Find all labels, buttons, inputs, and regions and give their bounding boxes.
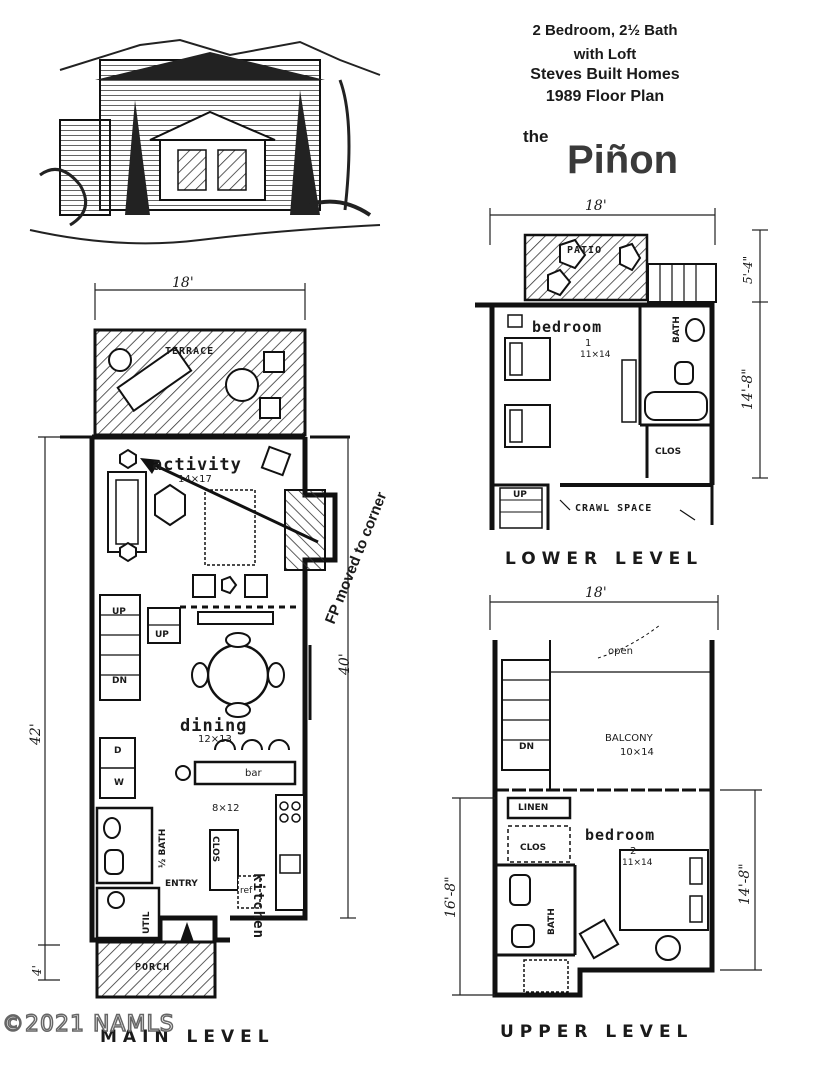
entry-label: ENTRY — [165, 879, 198, 889]
lower-width-dimension: 18' — [585, 198, 607, 214]
activity-room-size: 14×17 — [178, 474, 212, 485]
upper-bath-label: BATH — [547, 908, 557, 935]
refrigerator-label: ref — [240, 886, 253, 896]
lower-level-title: LOWER LEVEL — [505, 549, 704, 569]
activity-room-label: activity — [152, 455, 242, 475]
stair-up-label-2: UP — [155, 630, 169, 640]
main-height-dimension: 42' — [28, 723, 44, 745]
header-line-3: Steves Built Homes — [530, 66, 680, 83]
washer-label: W — [114, 778, 124, 788]
half-bath-label: ½ BATH — [158, 828, 168, 868]
open-label: open — [608, 646, 633, 657]
stair-up-label-1: UP — [112, 607, 126, 617]
main-width-dimension: 18' — [172, 275, 194, 291]
main-level-title: MAIN LEVEL — [100, 1027, 275, 1047]
upper-level-plan — [452, 595, 762, 998]
bedroom2-number: 2 — [630, 846, 637, 857]
lower-bath-label: BATH — [672, 316, 682, 343]
bar-label: bar — [245, 768, 262, 779]
lower-height-dimension: 14'-8" — [740, 368, 756, 410]
upper-left-dimension: 16'-8" — [443, 876, 459, 918]
header-line-2: with Loft — [573, 46, 637, 63]
bedroom1-label: bedroom — [532, 318, 603, 336]
upper-level-title: UPPER LEVEL — [500, 1022, 694, 1042]
copyright-watermark: ©2021 NAMLS — [1, 1011, 175, 1038]
upper-right-dimension: 14'-8" — [737, 863, 753, 905]
kitchen-label: kitchen — [250, 873, 266, 940]
terrace-label: TERRACE — [165, 346, 215, 357]
utility-label: UTIL — [142, 911, 152, 934]
lower-level-plan — [475, 208, 768, 530]
bedroom1-number: 1 — [585, 338, 592, 349]
porch-dimension: 4' — [30, 965, 44, 976]
linen-label: LINEN — [518, 803, 549, 813]
balcony-size: 10×14 — [620, 747, 654, 758]
upper-stair-down-label: DN — [519, 742, 535, 752]
header-line-4: 1989 Floor Plan — [545, 88, 665, 105]
bedroom2-size: 11×14 — [622, 858, 653, 868]
closet-label-main: CLOS — [210, 836, 220, 863]
dining-room-label: dining — [180, 716, 248, 736]
kitchen-size: 8×12 — [212, 803, 240, 814]
plan-title: Piñon — [567, 138, 679, 182]
dryer-label: D — [114, 746, 122, 756]
balcony-label: BALCONY — [605, 733, 653, 744]
upper-closet-label: CLOS — [520, 843, 547, 853]
bedroom1-size: 11×14 — [580, 350, 611, 360]
upper-width-dimension: 18' — [585, 585, 607, 601]
dining-room-size: 12×13 — [198, 734, 232, 745]
house-sketch-illustration — [29, 38, 381, 245]
porch-label: PORCH — [135, 962, 171, 973]
lower-closet-label: CLOS — [655, 447, 682, 457]
lower-stair-up-label: UP — [513, 490, 527, 500]
patio-label: PATIO — [567, 245, 603, 256]
stair-down-label: DN — [112, 676, 128, 686]
main-level-plan — [38, 283, 356, 999]
bedroom2-label: bedroom — [585, 826, 656, 844]
header-line-1: 2 Bedroom, 2½ Bath — [532, 22, 678, 39]
main-inner-dimension: 40' — [337, 653, 353, 675]
title-prefix: the — [523, 127, 549, 146]
patio-dimension: 5'-4" — [741, 255, 755, 284]
crawl-space-label: CRAWL SPACE — [575, 503, 653, 514]
